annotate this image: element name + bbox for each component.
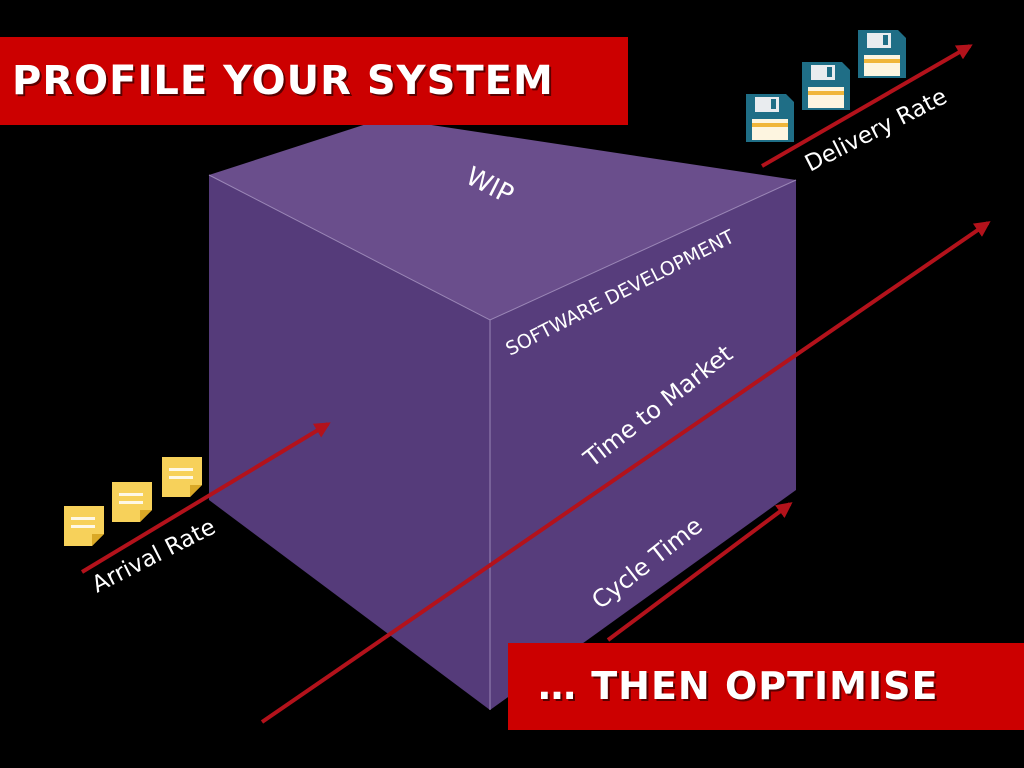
sticky-note-icon: [112, 482, 152, 522]
floppy-disk-icon: [802, 62, 850, 110]
cube-left-face: [209, 175, 490, 710]
cube-front-face: [490, 180, 796, 710]
through-arrow: [260, 221, 991, 724]
cube: [208, 118, 797, 710]
sticky-note-icon: [64, 506, 104, 546]
headline-banner: PROFILE YOUR SYSTEM: [0, 37, 628, 125]
footer-banner: … THEN OPTIMISE: [508, 643, 1024, 730]
floppy-disk-icon: [858, 30, 906, 78]
arrival-arrow: [80, 422, 331, 574]
sticky-note-icon: [162, 457, 202, 497]
cycle-arrow: [606, 502, 793, 642]
cube-top-face: [209, 118, 796, 320]
delivery-arrow: [761, 44, 973, 168]
floppy-disk-icon: [746, 94, 794, 142]
